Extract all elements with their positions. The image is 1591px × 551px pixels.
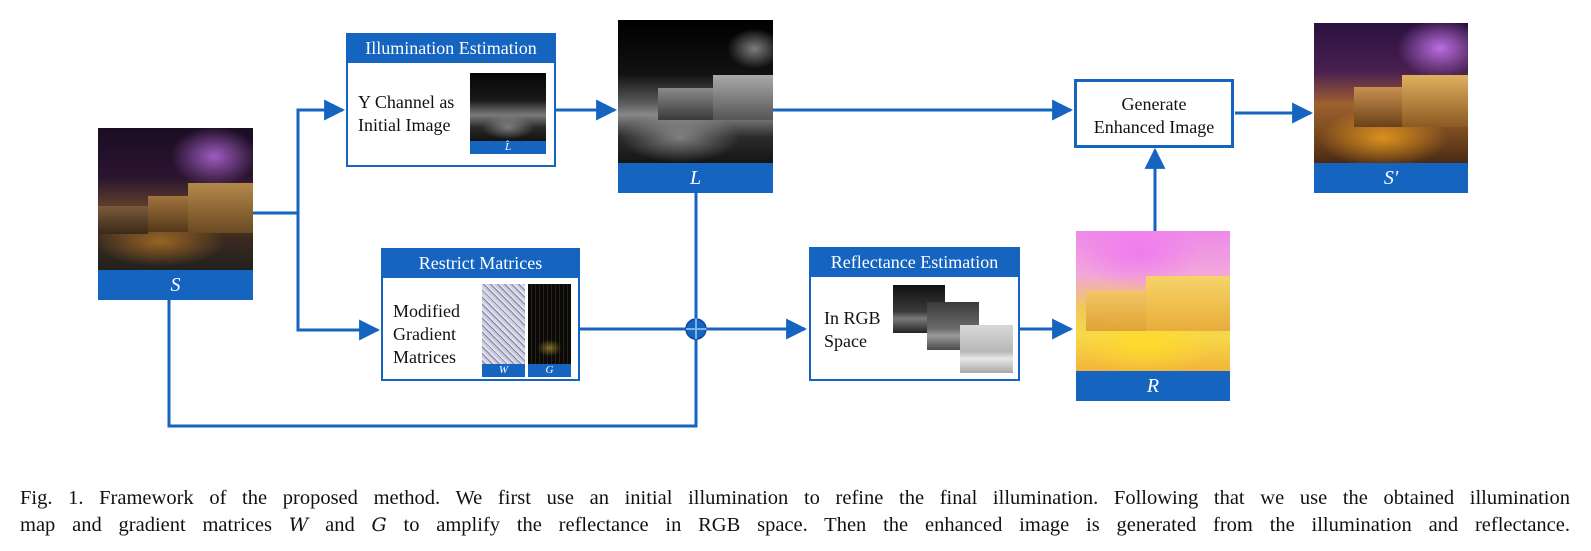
generate-line-2: Enhanced Image [1093,117,1215,137]
restrict-line-1: Modified [393,301,460,321]
weight-matrix-tag: W [482,364,525,377]
reflectance-estimation-box: Reflectance Estimation In RGB Space [809,247,1020,381]
restrict-matrices-box: Restrict Matrices Modified Gradient Matr… [381,248,580,381]
wire-s-branch [253,99,346,215]
wire-s-bottom-loop [167,300,698,428]
caption-line-2-part-b: and [308,514,372,536]
gradient-matrix-tag: G [528,364,571,377]
figure-caption: Fig. 1. Framework of the proposed method… [20,485,1570,539]
caption-symbol-w: W [288,514,309,536]
illumination-map-l [618,20,773,163]
initial-illumination-thumbnail [470,73,546,141]
combiner-node [685,318,707,340]
input-label-s: S [98,270,253,300]
reflectance-line-2: Space [824,331,867,351]
gradient-matrix-thumbnail [528,284,571,364]
illumination-line-1: Y Channel as [358,92,455,112]
reflectance-label-r: R [1076,371,1230,401]
restrict-matrices-title: Restrict Matrices [381,248,580,278]
reflectance-channel-3-thumbnail [960,325,1013,373]
enhanced-label-s-prime: S' [1314,163,1468,193]
generate-line-1: Generate [1121,94,1187,114]
reflectance-estimation-title: Reflectance Estimation [809,247,1020,277]
illumination-estimation-title: Illumination Estimation [346,33,556,63]
caption-line-2-part-c: to amplify the reflectance in RGB space.… [386,514,1570,536]
enhanced-image-s-prime [1314,23,1468,163]
caption-line-2-part-a: map and gradient matrices [20,514,289,536]
restrict-line-3: Matrices [393,347,456,367]
initial-illumination-tag: L̂ [470,141,546,154]
generate-enhanced-image-box: Generate Enhanced Image [1074,79,1234,148]
input-image-s [98,128,253,270]
illumination-label-l: L [618,163,773,193]
caption-line-1: Fig. 1. Framework of the proposed method… [20,487,1570,509]
reflectance-line-1: In RGB [824,308,881,328]
caption-symbol-g: G [371,514,387,536]
wire-s-to-restrict [296,213,381,341]
reflectance-image-r [1076,231,1230,371]
weight-matrix-thumbnail [482,284,525,364]
caption-line-2: map and gradient matrices W and G to amp… [20,512,1570,539]
restrict-line-2: Gradient [393,324,456,344]
illumination-line-2: Initial Image [358,115,451,135]
illumination-estimation-box: Illumination Estimation Y Channel as Ini… [346,33,556,167]
